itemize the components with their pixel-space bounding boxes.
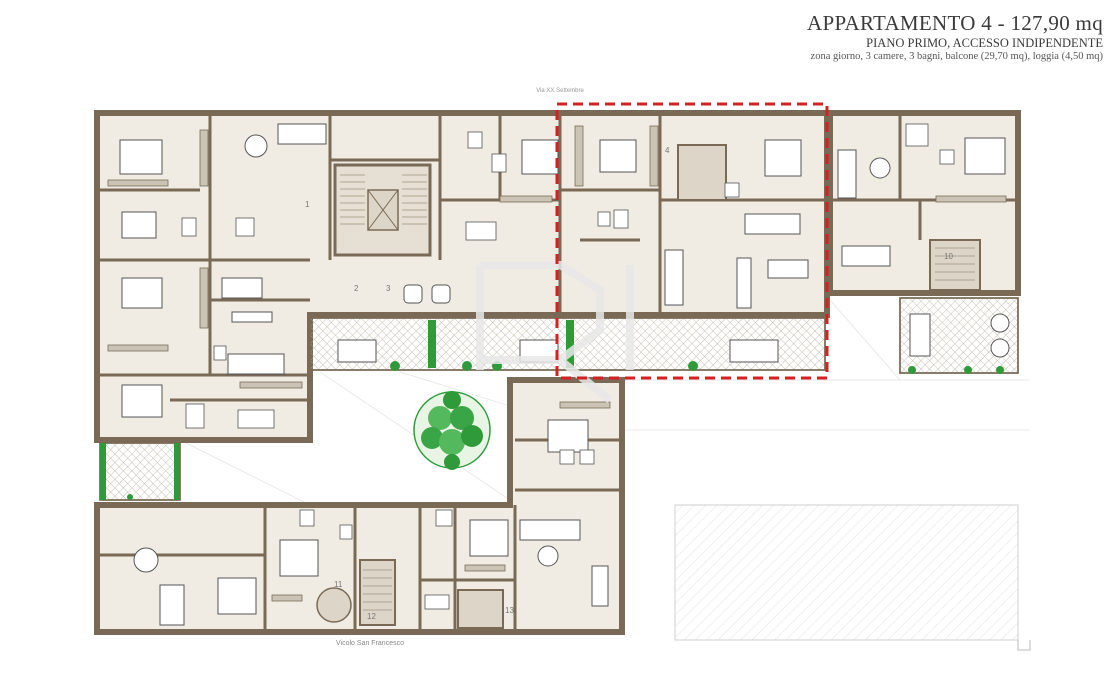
tree-icon (413, 391, 491, 470)
adjacent-lot (674, 504, 1031, 651)
planters (100, 320, 1004, 500)
unit-number-11: 11 (334, 580, 343, 589)
watermark-logo (476, 261, 634, 404)
unit-number-10: 10 (944, 252, 953, 261)
apartment-description: zona giorno, 3 camere, 3 bagni, balcone … (810, 51, 1103, 62)
unit-number-1: 1 (305, 200, 310, 209)
tables (133, 123, 1010, 626)
apartment-title: APPARTAMENTO 4 - 127,90 mq (807, 11, 1103, 35)
title-block: APPARTAMENTO 4 - 127,90 mq PIANO PRIMO, … (807, 10, 1103, 64)
bathroom-fixtures (181, 123, 955, 610)
unit-number-4: 4 (665, 146, 670, 155)
unit-number-2: 2 (354, 284, 359, 293)
unit-number-12: 12 (367, 612, 376, 621)
unit-number-13: 13 (505, 606, 514, 615)
street-label-top: Via XX Settembre (536, 88, 584, 94)
apartment-subtitle: PIANO PRIMO, ACCESSO INDIPENDENTE (866, 36, 1103, 50)
apartment-4-highlight (555, 102, 829, 380)
unit-number-3: 3 (386, 284, 391, 293)
interior-walls (97, 113, 1018, 632)
beds (119, 137, 1006, 615)
stair-treads (340, 174, 975, 611)
street-label-bottom: Vicolo San Francesco (336, 640, 404, 647)
wardrobes (107, 125, 1007, 602)
